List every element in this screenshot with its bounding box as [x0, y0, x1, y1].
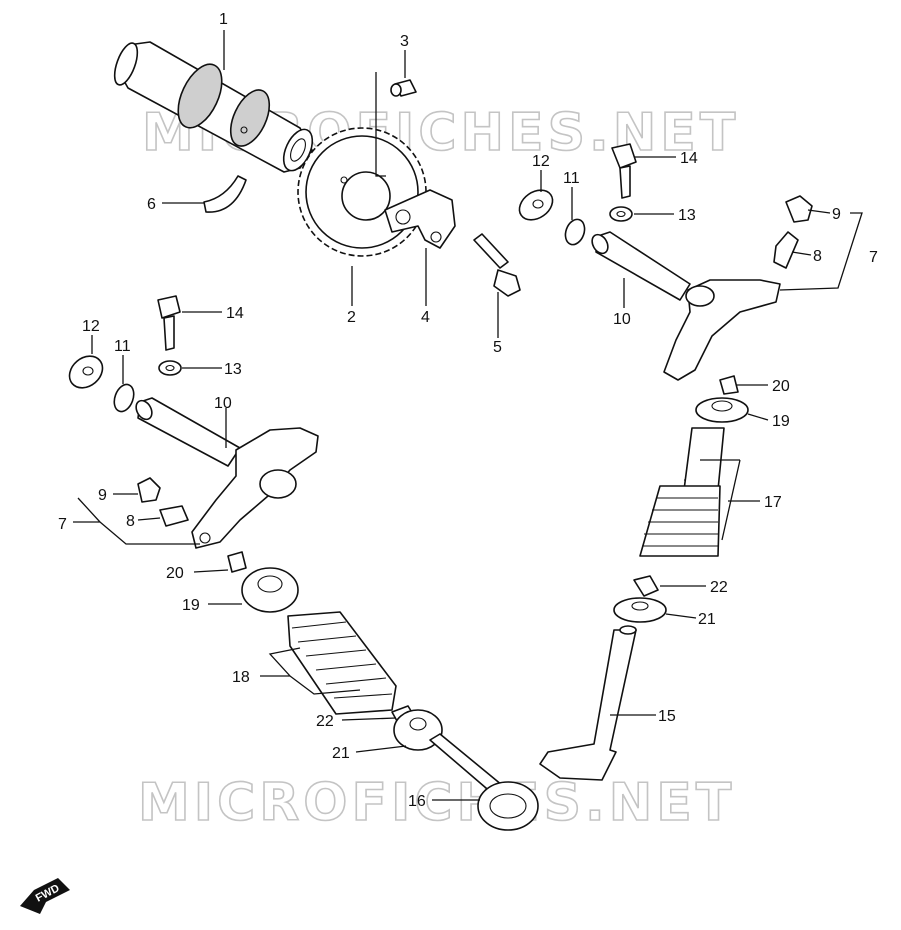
left-adjust-screw — [159, 505, 189, 527]
right-spring-inner — [683, 427, 725, 491]
left-oring-11 — [113, 383, 135, 413]
label-18: 18 — [232, 669, 250, 686]
left-washer-12 — [68, 355, 104, 389]
right-locknut — [785, 195, 813, 223]
label-21-right: 21 — [698, 611, 716, 628]
left-washer-13 — [158, 360, 182, 376]
label-20-left: 20 — [166, 565, 184, 582]
label-16: 16 — [408, 793, 426, 810]
left-spring — [287, 611, 397, 715]
right-upper-retainer — [695, 397, 749, 423]
label-5: 5 — [493, 339, 502, 356]
label-11-right: 11 — [563, 170, 580, 187]
label-22-left: 22 — [316, 713, 334, 730]
left-rocker-shaft — [135, 397, 241, 467]
right-lower-seat — [613, 597, 667, 623]
label-9-right: 9 — [832, 206, 841, 223]
label-10-left: 10 — [214, 395, 232, 412]
right-cotter — [719, 375, 739, 395]
cam-sprocket — [297, 127, 427, 257]
right-adjust-screw — [773, 231, 799, 269]
right-washers — [518, 189, 633, 246]
left-cotter — [227, 551, 247, 573]
fwd-text: FWD — [34, 882, 62, 904]
left-upper-retainer — [241, 567, 299, 613]
label-6: 6 — [147, 196, 156, 213]
left-bolt-14 — [157, 295, 181, 351]
label-8-right: 8 — [813, 248, 822, 265]
chain-guide-bracket — [384, 189, 456, 249]
label-22-right: 22 — [710, 579, 728, 596]
leaders — [73, 30, 863, 801]
label-13-right: 13 — [678, 207, 696, 224]
right-rocker-arm — [663, 279, 781, 381]
left-locknut — [137, 477, 161, 503]
right-exhaust-valve — [539, 625, 637, 781]
label-21-left: 21 — [332, 745, 350, 762]
callout-labels: 1 2 3 4 5 6 7 7 8 8 9 9 10 10 11 11 12 1… — [58, 11, 878, 810]
label-1: 1 — [219, 11, 228, 28]
label-8-left: 8 — [126, 513, 135, 530]
label-7-right: 7 — [869, 249, 878, 266]
label-20-right: 20 — [772, 378, 790, 395]
dowel-pin — [390, 79, 417, 97]
retaining-clip — [203, 175, 247, 213]
label-2: 2 — [347, 309, 356, 326]
label-3: 3 — [400, 33, 409, 50]
label-11-left: 11 — [114, 338, 131, 355]
label-19-right: 19 — [772, 413, 790, 430]
fwd-arrow: FWD — [20, 878, 70, 914]
label-4: 4 — [421, 309, 430, 326]
right-bolt-14 — [611, 143, 637, 199]
right-oil-seal — [633, 575, 659, 597]
label-19-left: 19 — [182, 597, 200, 614]
label-12-right: 12 — [532, 153, 550, 170]
right-rocker-shaft — [591, 231, 691, 301]
label-9-left: 9 — [98, 487, 107, 504]
camshaft — [113, 41, 314, 173]
label-10-right: 10 — [613, 311, 631, 328]
watermark-bottom: MICROFICHES.NET — [138, 773, 735, 833]
left-intake-valve — [429, 733, 539, 831]
label-12-left: 12 — [82, 318, 100, 335]
label-14-left: 14 — [226, 305, 244, 322]
right-spring-outer — [639, 485, 721, 557]
sprocket-bolt — [473, 233, 521, 297]
label-7-left: 7 — [58, 516, 67, 533]
label-17: 17 — [764, 494, 782, 511]
label-14-right: 14 — [680, 150, 698, 167]
left-rocker-arm — [191, 427, 319, 549]
label-15: 15 — [658, 708, 676, 725]
label-13-left: 13 — [224, 361, 242, 378]
